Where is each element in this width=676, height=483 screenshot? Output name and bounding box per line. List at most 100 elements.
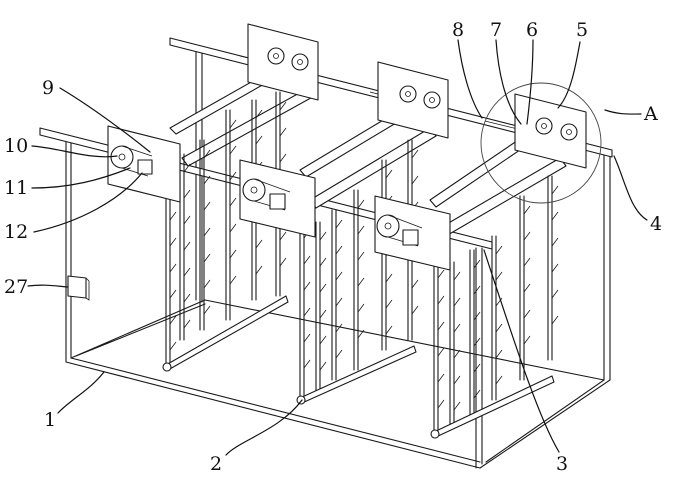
hook xyxy=(473,337,481,347)
hook xyxy=(357,303,365,313)
hook xyxy=(495,349,503,359)
hook xyxy=(473,311,481,321)
hook xyxy=(303,333,311,343)
hook xyxy=(229,275,237,285)
hook xyxy=(495,375,503,385)
hook xyxy=(335,349,343,359)
leader-12 xyxy=(33,172,143,233)
hook xyxy=(551,263,559,273)
back-plate-1 xyxy=(247,23,319,101)
hook-column xyxy=(449,261,461,427)
hook xyxy=(229,171,237,181)
front-plate-1 xyxy=(107,125,181,203)
hook xyxy=(255,135,263,145)
hook xyxy=(473,389,481,399)
hook xyxy=(319,283,327,293)
hook xyxy=(495,323,503,333)
hook xyxy=(169,237,177,247)
hook xyxy=(453,375,461,385)
leader-8 xyxy=(457,39,483,119)
hook xyxy=(183,189,191,199)
hook xyxy=(411,149,419,159)
leader-10 xyxy=(31,145,118,158)
hook xyxy=(169,341,177,351)
detail-callout-circle-a xyxy=(480,82,602,204)
hook xyxy=(453,297,461,307)
hook xyxy=(279,127,287,137)
label-a: A xyxy=(643,103,658,125)
hook xyxy=(437,269,445,279)
hook xyxy=(357,199,365,209)
hook-column xyxy=(433,259,445,433)
leader-3 xyxy=(483,249,560,453)
hook-column xyxy=(199,139,211,331)
hook xyxy=(473,363,481,373)
leader-5 xyxy=(557,41,581,109)
hook xyxy=(169,315,177,325)
hook xyxy=(229,197,237,207)
hook xyxy=(523,257,531,267)
hook xyxy=(203,279,211,289)
hook xyxy=(437,399,445,409)
hook xyxy=(183,293,191,303)
hook xyxy=(169,289,177,299)
hook xyxy=(229,145,237,155)
hook xyxy=(437,347,445,357)
leader-27 xyxy=(27,284,69,288)
hook-column xyxy=(331,209,343,381)
cross-bars xyxy=(169,59,567,237)
hook xyxy=(523,205,531,215)
hook xyxy=(495,271,503,281)
hook xyxy=(523,309,531,319)
hook xyxy=(229,223,237,233)
hook-column xyxy=(299,219,311,399)
hook xyxy=(303,307,311,317)
hook xyxy=(411,279,419,289)
hook xyxy=(357,225,365,235)
hook xyxy=(229,119,237,129)
hook-column xyxy=(225,109,237,321)
hook xyxy=(303,359,311,369)
bar-end-cap xyxy=(430,429,440,439)
hook xyxy=(183,319,191,329)
hook xyxy=(335,297,343,307)
hook xyxy=(279,153,287,163)
hook xyxy=(169,211,177,221)
hook-column xyxy=(353,189,365,371)
front-plate-3 xyxy=(374,195,451,271)
bar-end-cap xyxy=(296,395,306,405)
front-plate-2 xyxy=(239,159,316,238)
hook-column xyxy=(315,221,327,393)
label-1: 1 xyxy=(44,409,56,431)
hook xyxy=(357,329,365,339)
hook xyxy=(203,227,211,237)
hook xyxy=(437,321,445,331)
hook-column xyxy=(519,195,531,381)
label-3: 3 xyxy=(556,453,568,475)
leader-1 xyxy=(57,371,105,414)
hook xyxy=(255,265,263,275)
hook xyxy=(335,245,343,255)
hook xyxy=(453,401,461,411)
leader-2 xyxy=(225,399,303,456)
hook xyxy=(551,211,559,221)
hook xyxy=(183,215,191,225)
hook xyxy=(319,335,327,345)
label-10: 10 xyxy=(4,135,28,157)
hook xyxy=(385,325,393,335)
hook-column xyxy=(547,175,559,361)
hook xyxy=(203,201,211,211)
hook xyxy=(335,271,343,281)
hook xyxy=(551,315,559,325)
hook xyxy=(551,185,559,195)
hook xyxy=(453,271,461,281)
hook xyxy=(203,175,211,185)
hook xyxy=(357,251,365,261)
label-2: 2 xyxy=(210,453,222,475)
hook xyxy=(473,259,481,269)
label-27: 27 xyxy=(4,276,28,298)
hook xyxy=(203,253,211,263)
leader-11 xyxy=(31,167,131,189)
